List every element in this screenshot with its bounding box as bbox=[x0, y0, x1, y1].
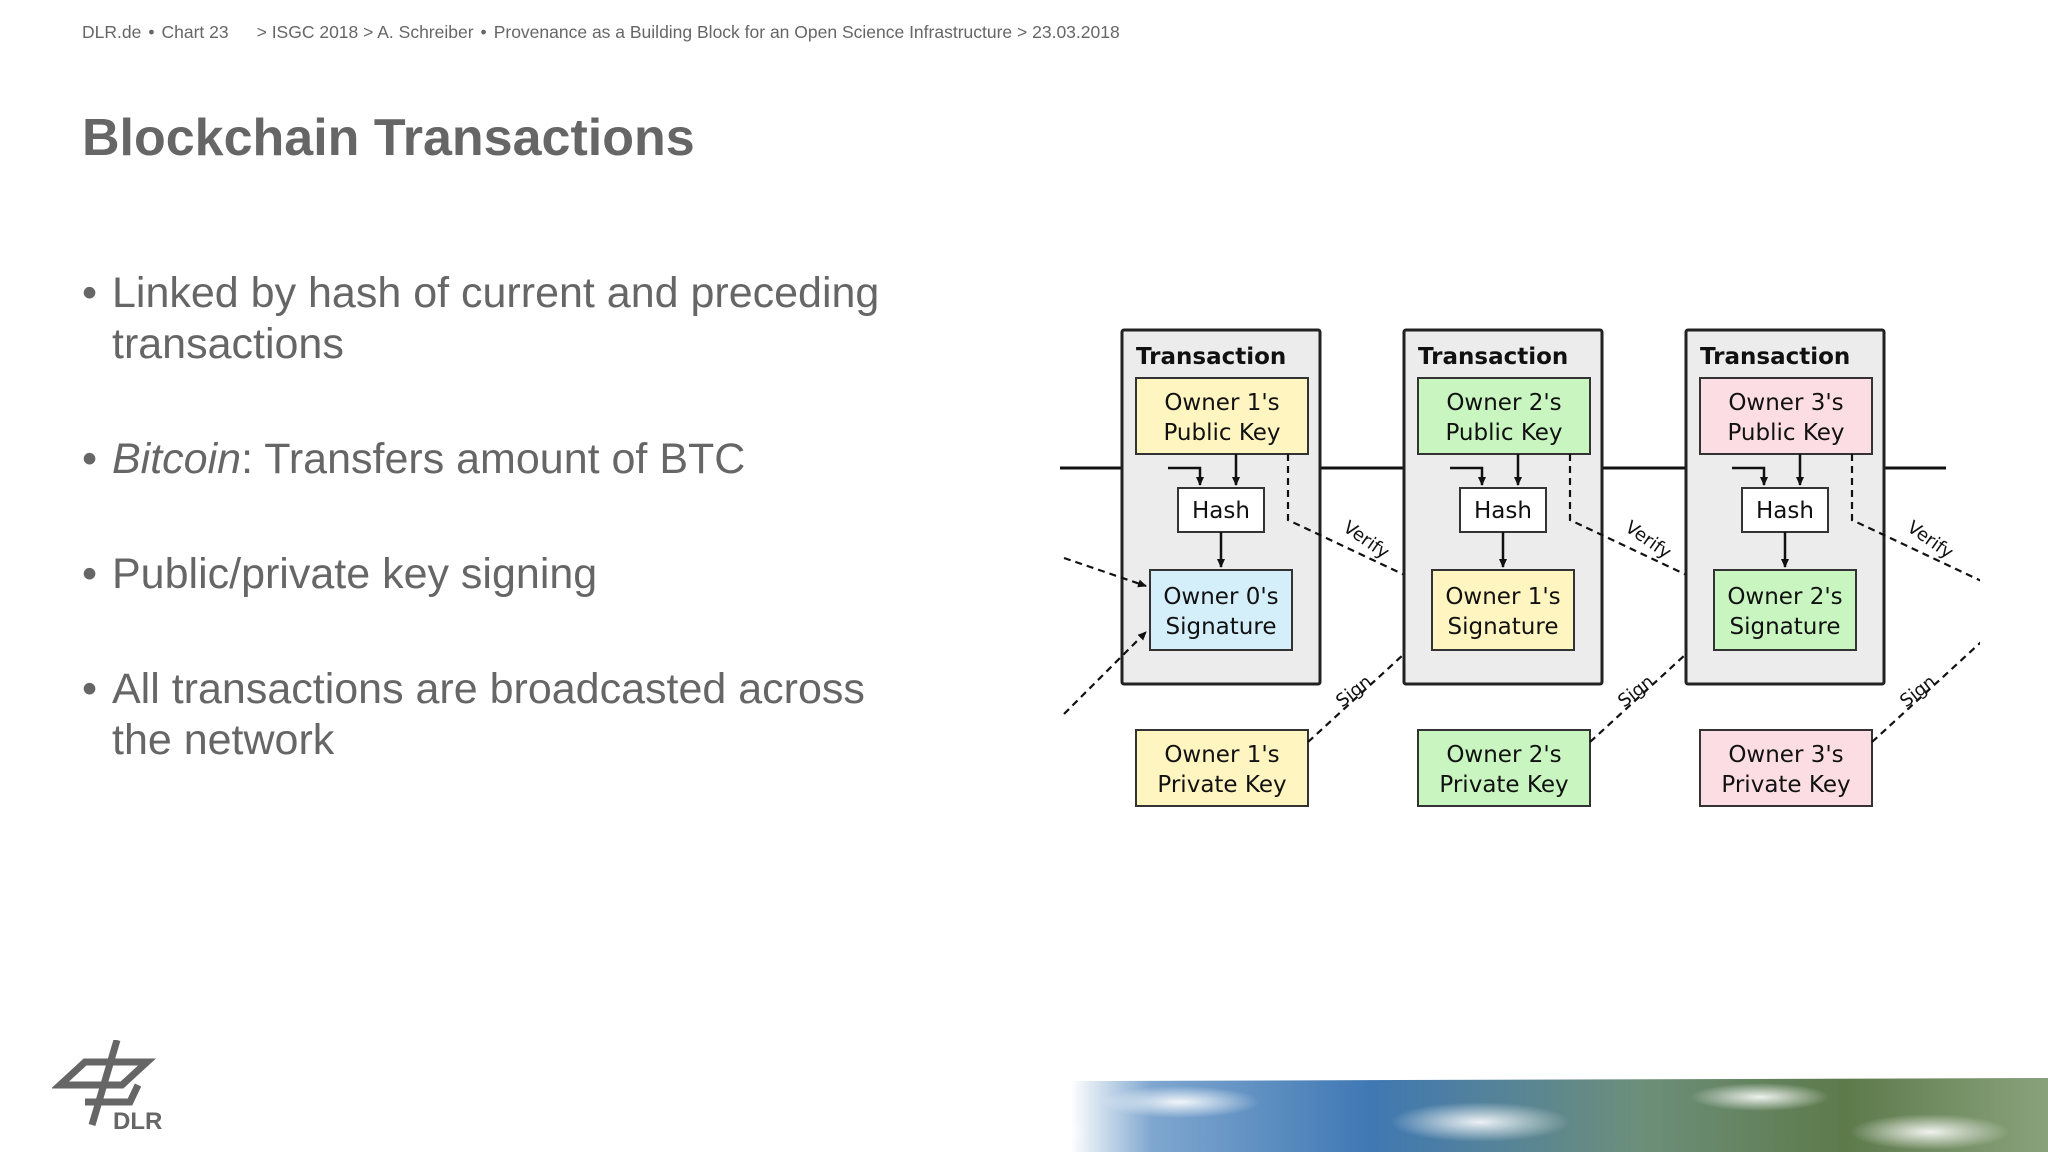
transaction-label: Transaction bbox=[1418, 344, 1568, 370]
bullet-item: • Bitcoin: Transfers amount of BTC bbox=[82, 434, 902, 485]
bullet-dot: • bbox=[82, 435, 98, 483]
verify-arrow bbox=[1286, 454, 1429, 587]
hash-input-arrow bbox=[1450, 466, 1486, 486]
signature-text-line1: Owner 1's bbox=[1445, 584, 1560, 610]
signature-box bbox=[1149, 569, 1293, 651]
bullet-list: • Linked by hash of current and preceding… bbox=[82, 268, 902, 830]
hash-box bbox=[1741, 487, 1829, 533]
public-key-text-line1: Owner 3's bbox=[1728, 390, 1843, 416]
bullet-item: • Public/private key signing bbox=[82, 549, 902, 600]
bullet-italic-term: Bitcoin bbox=[112, 435, 242, 483]
header-chart-number: Chart 23 bbox=[161, 22, 229, 42]
hash-input-arrow bbox=[1732, 466, 1768, 486]
signature-box bbox=[1431, 569, 1575, 651]
public-key-text-line1: Owner 1's bbox=[1164, 390, 1279, 416]
signature-box bbox=[1713, 569, 1857, 651]
private-key-box bbox=[1417, 729, 1591, 807]
public-key-text-line2: Public Key bbox=[1163, 420, 1280, 446]
header-breadcrumb: > ISGC 2018 > A. Schreiber bbox=[256, 22, 474, 42]
incoming-sign-arrow bbox=[1063, 631, 1147, 715]
bullet-dot: • bbox=[82, 269, 98, 317]
header-talk-title: Provenance as a Building Block for an Op… bbox=[493, 22, 1120, 42]
verify-arrow bbox=[1850, 454, 1993, 587]
bullet-text: All transactions are broadcasted across … bbox=[112, 665, 865, 764]
bullet-dot: • bbox=[82, 665, 98, 713]
signature-text-line2: Signature bbox=[1166, 614, 1277, 640]
hash-text: Hash bbox=[1192, 498, 1250, 524]
private-key-text-line2: Private Key bbox=[1157, 772, 1286, 798]
header-separator: • bbox=[148, 22, 155, 42]
private-key-text-line1: Owner 1's bbox=[1164, 742, 1279, 768]
slide-title: Blockchain Transactions bbox=[82, 109, 695, 167]
hash-box bbox=[1177, 487, 1265, 533]
hash-box bbox=[1459, 487, 1547, 533]
earth-footer-band bbox=[0, 1072, 2048, 1152]
sign-arrow bbox=[1871, 631, 1993, 743]
signature-text-line1: Owner 0's bbox=[1163, 584, 1278, 610]
private-key-text-line1: Owner 3's bbox=[1728, 742, 1843, 768]
private-key-box bbox=[1135, 729, 1309, 807]
header-separator: • bbox=[480, 22, 487, 42]
hash-text: Hash bbox=[1474, 498, 1532, 524]
bullet-dot: • bbox=[82, 550, 98, 598]
private-key-box bbox=[1699, 729, 1873, 807]
public-key-box bbox=[1135, 377, 1309, 455]
bullet-item: • All transactions are broadcasted across… bbox=[82, 664, 902, 766]
dlr-logo bbox=[52, 1040, 156, 1126]
dlr-logo-text: DLR bbox=[113, 1108, 163, 1135]
public-key-text-line1: Owner 2's bbox=[1446, 390, 1561, 416]
bullet-text: Linked by hash of current and preceding … bbox=[112, 269, 880, 368]
bullet-text: : Transfers amount of BTC bbox=[241, 435, 746, 483]
transaction-label: Transaction bbox=[1136, 344, 1286, 370]
private-key-text-line2: Private Key bbox=[1721, 772, 1850, 798]
public-key-text-line2: Public Key bbox=[1445, 420, 1562, 446]
private-key-text-line1: Owner 2's bbox=[1446, 742, 1561, 768]
public-key-box bbox=[1699, 377, 1873, 455]
signature-text-line2: Signature bbox=[1730, 614, 1841, 640]
earth-image bbox=[690, 1078, 2048, 1152]
incoming-verify-arrow bbox=[1063, 556, 1147, 588]
slide-header: DLR.de • Chart 23 > ISGC 2018 > A. Schreibe… bbox=[82, 22, 1120, 43]
signature-text-line2: Signature bbox=[1448, 614, 1559, 640]
header-site: DLR.de bbox=[82, 22, 142, 42]
hash-input-arrow bbox=[1168, 466, 1204, 486]
bullet-text: Public/private key signing bbox=[112, 550, 598, 598]
public-key-box bbox=[1417, 377, 1591, 455]
bullet-item: • Linked by hash of current and preceding… bbox=[82, 268, 902, 370]
verify-arrow bbox=[1568, 454, 1711, 587]
private-key-text-line2: Private Key bbox=[1439, 772, 1568, 798]
public-key-text-line2: Public Key bbox=[1727, 420, 1844, 446]
signature-text-line1: Owner 2's bbox=[1727, 584, 1842, 610]
transaction-label: Transaction bbox=[1700, 344, 1850, 370]
hash-text: Hash bbox=[1756, 498, 1814, 524]
